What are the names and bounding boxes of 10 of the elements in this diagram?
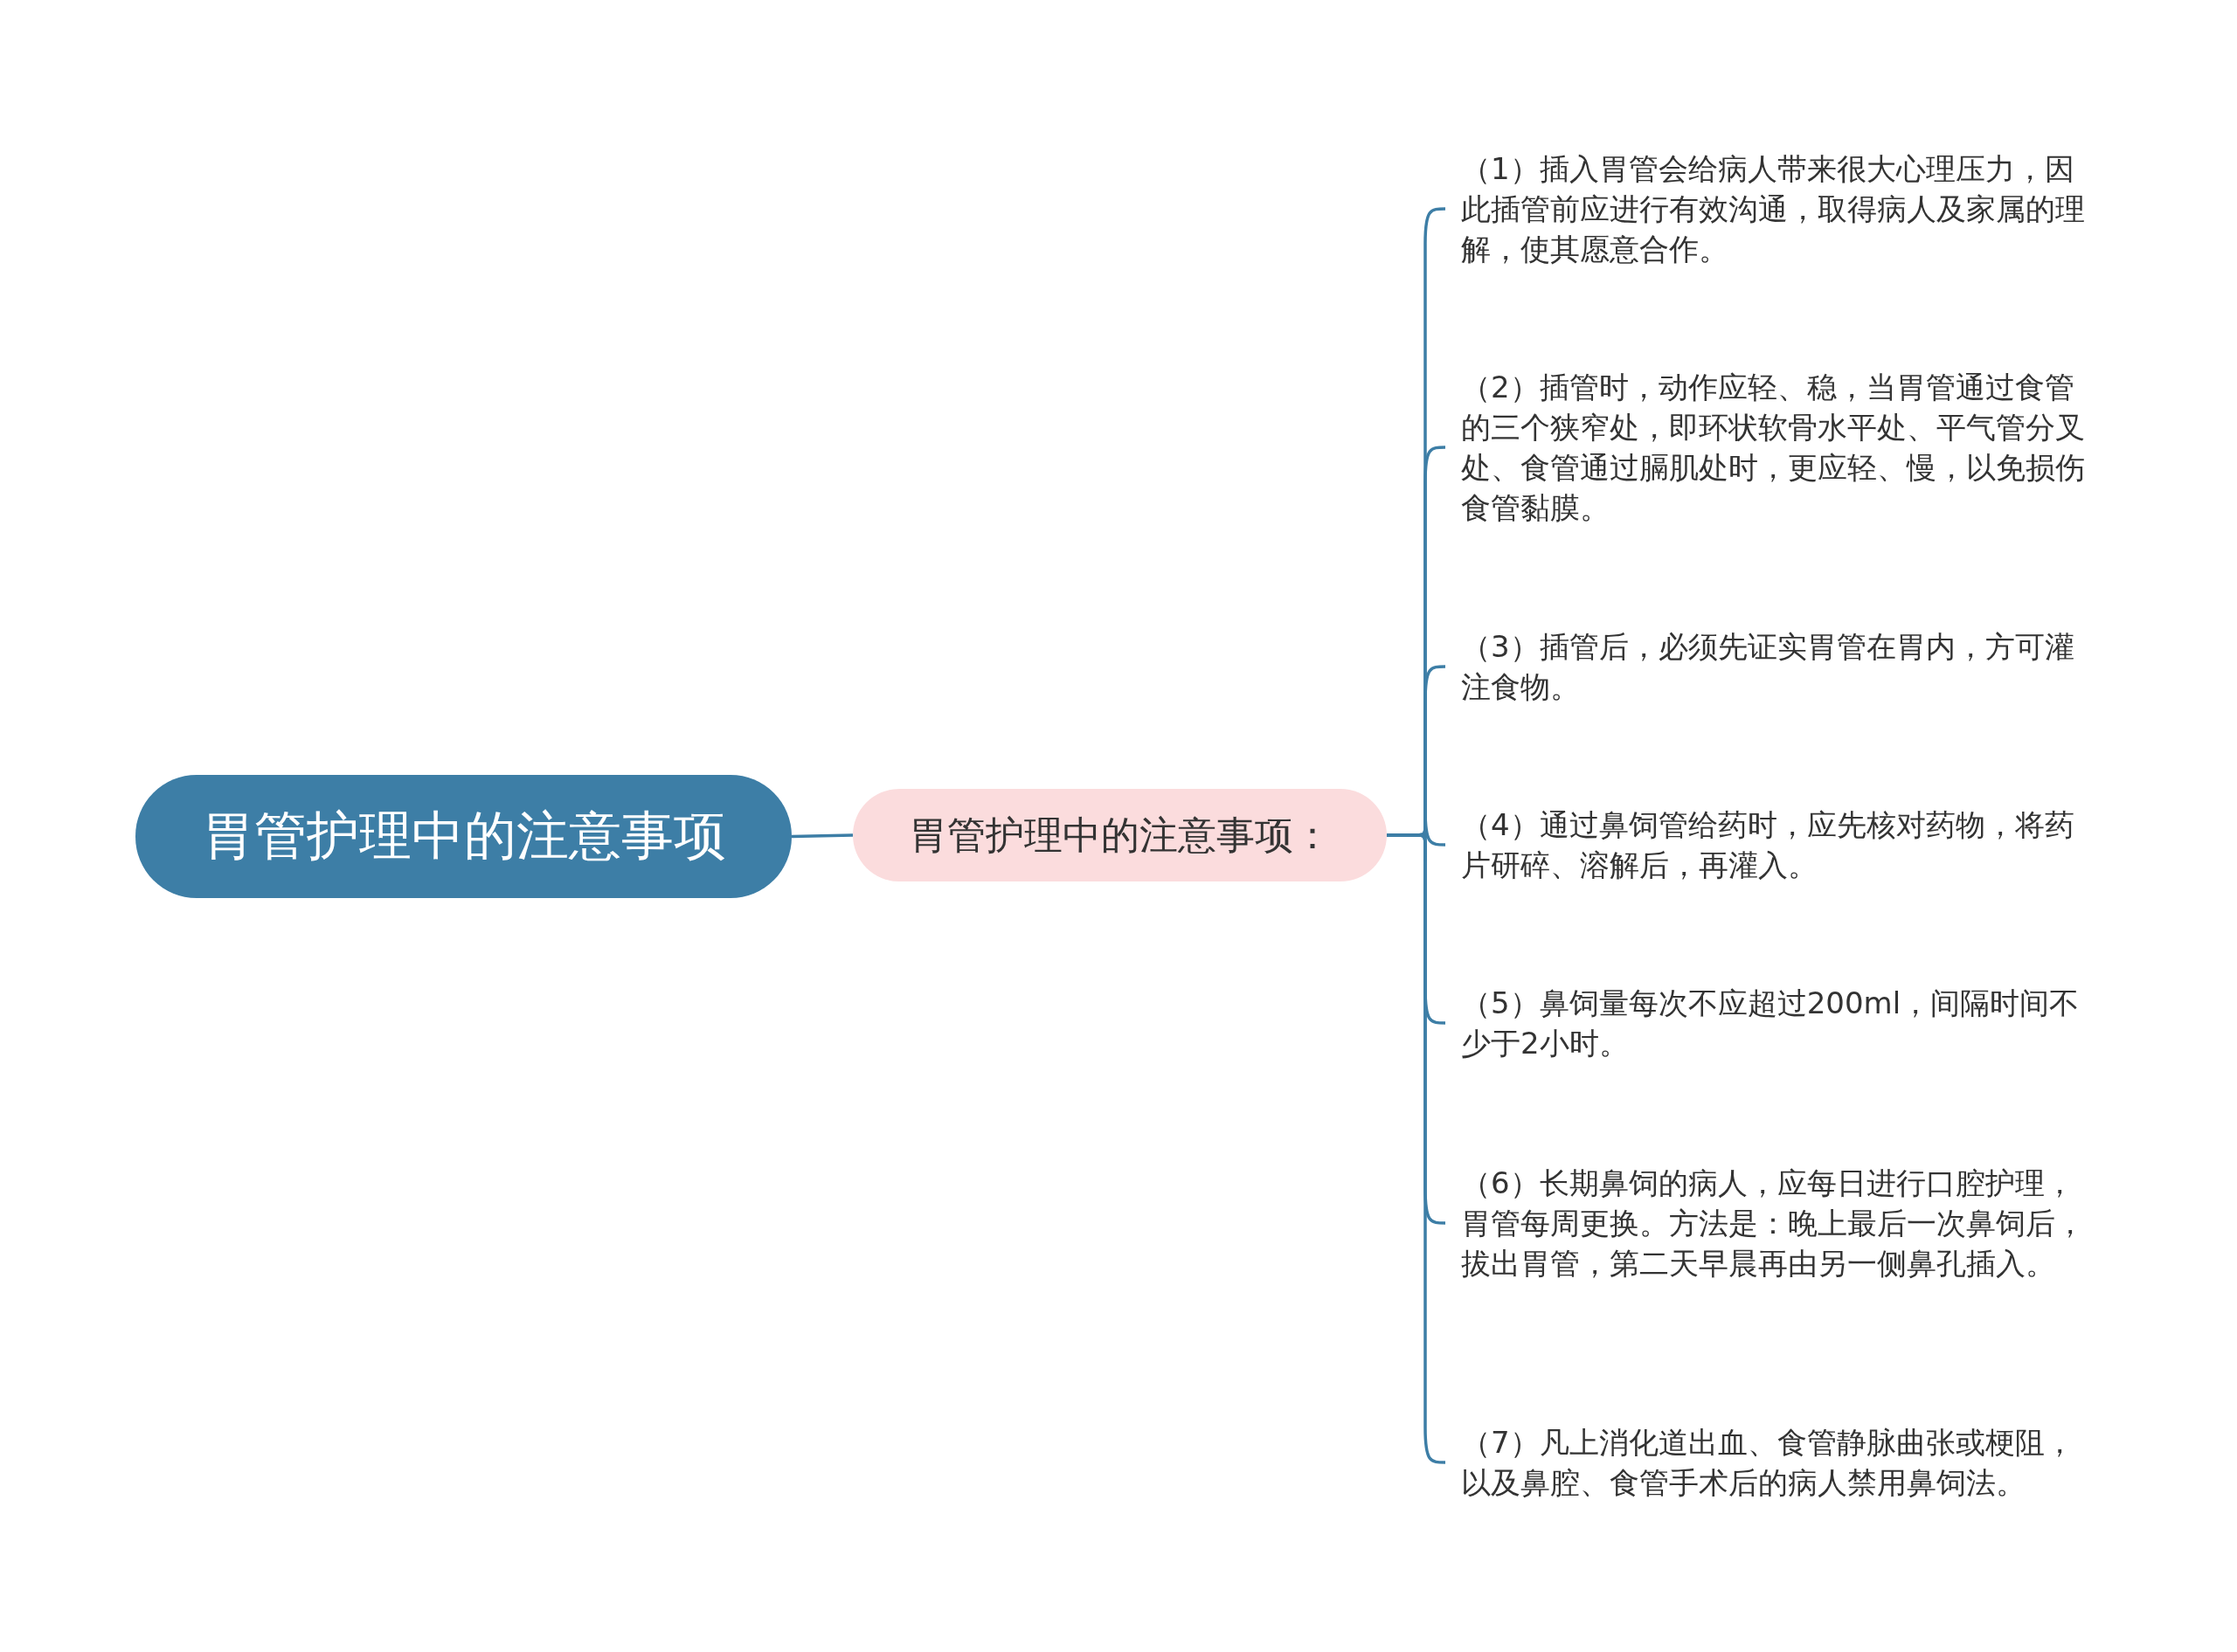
note-text: （1）插入胃管会给病人带来很大心理压力，因此插管前应进行有效沟通，取得病人及家属的理解，使其愿意合作。 [1456, 149, 2102, 269]
topic-box: 胃管护理中的注意事项： [853, 789, 1387, 881]
note-text: （7）凡上消化道出血、食管静脉曲张或梗阻，以及鼻腔、食管手术后的病人禁用鼻饲法。 [1456, 1422, 2102, 1503]
note-text: （4）通过鼻饲管给药时，应先核对药物，将药片研碎、溶解后，再灌入。 [1456, 805, 2102, 885]
note-text: （3）插管后，必须先证实胃管在胃内，方可灌注食物。 [1456, 626, 2102, 707]
connector-line [791, 833, 854, 839]
note-text: （6）长期鼻饲的病人，应每日进行口腔护理，胃管每周更换。方法是：晚上最后一次鼻饲后，拔出胃管，第二天早晨再由另一侧鼻孔插入。 [1456, 1163, 2102, 1283]
note-text: （5）鼻饲量每次不应超过200ml，间隔时间不少于2小时。 [1456, 983, 2102, 1063]
topic-box: 胃管护理中的注意事项 [135, 775, 792, 898]
note-text: （2）插管时，动作应轻、稳，当胃管通过食管的三个狭窄处，即环状软骨水平处、平气管分叉处、食管通过膈肌处时，更应轻、慢，以免损伤食管黏膜。 [1456, 367, 2102, 528]
